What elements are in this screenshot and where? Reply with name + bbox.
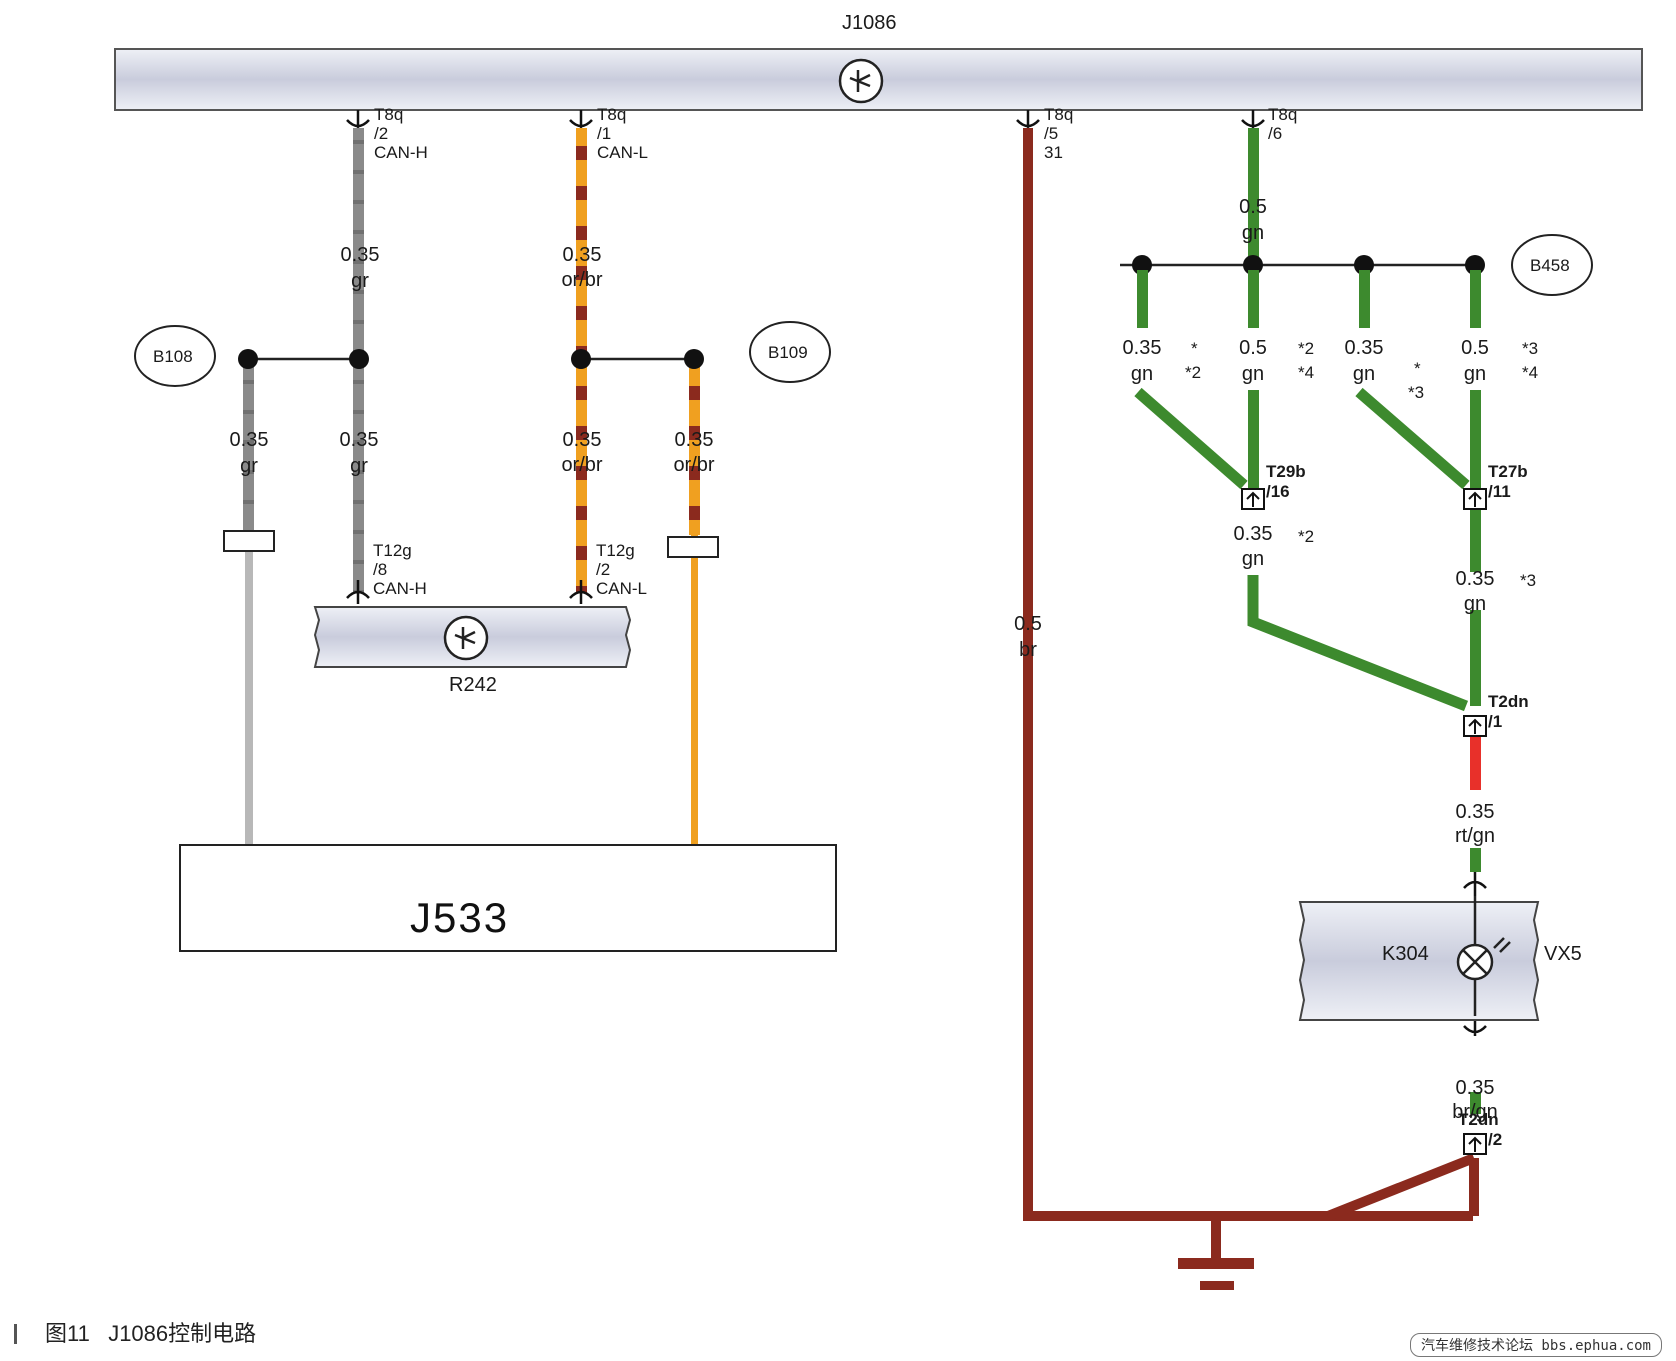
caption-figure-number: 图11	[45, 1321, 90, 1346]
t8q-2-label: T8q /2 CAN-H	[374, 105, 428, 162]
lamp-icon	[1456, 937, 1511, 981]
plug-t8q-6-icon	[1241, 110, 1265, 128]
svg-text:B109: B109	[768, 343, 808, 362]
r242-module: R242	[313, 606, 632, 696]
t2dn-1-label: T2dn /1	[1488, 692, 1533, 731]
vx5-label: VX5	[1544, 943, 1582, 965]
can-h-wiring	[223, 128, 369, 844]
caption-title: J1086控制电路	[108, 1321, 257, 1346]
t8q-6-label: T8q /6	[1268, 105, 1302, 143]
svg-text:B108: B108	[153, 347, 193, 366]
plug-t8q-2-icon	[346, 110, 370, 128]
r242-can-symbol-icon	[443, 615, 489, 661]
note-b2: *2*4	[1298, 339, 1314, 382]
svg-text:B458: B458	[1530, 256, 1570, 275]
t12g-2-label: T12g /2 CAN-L	[596, 541, 647, 598]
inline-connectors	[1241, 488, 1487, 1155]
plug-t8q-5-icon	[1016, 110, 1040, 128]
plug-t8q-1-icon	[569, 110, 593, 128]
j1086-label: J1086	[842, 12, 897, 34]
k304-label: K304	[1382, 943, 1429, 965]
ground-symbol-icon	[1178, 1220, 1254, 1290]
b108-node-right	[349, 349, 369, 369]
j1086-module: J1086	[114, 12, 1643, 111]
green-wiring	[1120, 128, 1485, 1114]
k304-module: K304 VX5	[1298, 896, 1582, 1021]
figure-caption: 图11 J1086控制电路	[14, 1316, 256, 1348]
ground-wiring	[1023, 128, 1479, 1290]
b109-node-left	[571, 349, 591, 369]
note-t27: *3	[1520, 571, 1536, 590]
plug-t12g-2-icon	[569, 580, 593, 604]
splice-b458: B458	[1511, 234, 1593, 296]
watermark: 汽车维修技术论坛 bbs.ephua.com	[1409, 1333, 1662, 1357]
note-b4: *3*4	[1522, 339, 1538, 382]
r242-label: R242	[449, 674, 497, 696]
splice-b108: B108	[134, 325, 216, 387]
note-b3: **3	[1408, 359, 1424, 402]
connector-plugs	[346, 110, 1487, 1036]
plug-k304-top-icon	[1463, 872, 1487, 896]
b108-node-left	[238, 349, 258, 369]
plug-t12g-8-icon	[346, 580, 370, 604]
caption-bar	[14, 1324, 17, 1344]
t27b-label: T27b /11	[1488, 462, 1532, 501]
connector-labels: T8q /2 CAN-H T8q /1 CAN-L T8q /5 31 T8q …	[373, 105, 1533, 1149]
footnote-marks: **2 *2*4 **3 *3*4 *2 *3	[1185, 339, 1538, 590]
t8q-1-label: T8q /1 CAN-L	[597, 105, 648, 162]
note-t29: *2	[1298, 527, 1314, 546]
j533-label: J533	[410, 894, 509, 941]
note-b1: **2	[1185, 339, 1201, 382]
can-l-wiring	[571, 128, 719, 844]
t12g-8-label: T12g /8 CAN-H	[373, 541, 427, 598]
j1086-can-symbol-icon	[838, 58, 884, 104]
t2dn-2-label: T2dn /2	[1458, 1110, 1503, 1149]
j533-module: J533	[179, 844, 837, 952]
b109-node-right	[684, 349, 704, 369]
t8q-5-label: T8q /5 31	[1044, 105, 1078, 162]
shield-connector-left	[223, 530, 275, 552]
shield-connector-right	[667, 536, 719, 558]
splice-b109: B109	[749, 321, 831, 383]
t29b-label: T29b /16	[1266, 462, 1310, 501]
